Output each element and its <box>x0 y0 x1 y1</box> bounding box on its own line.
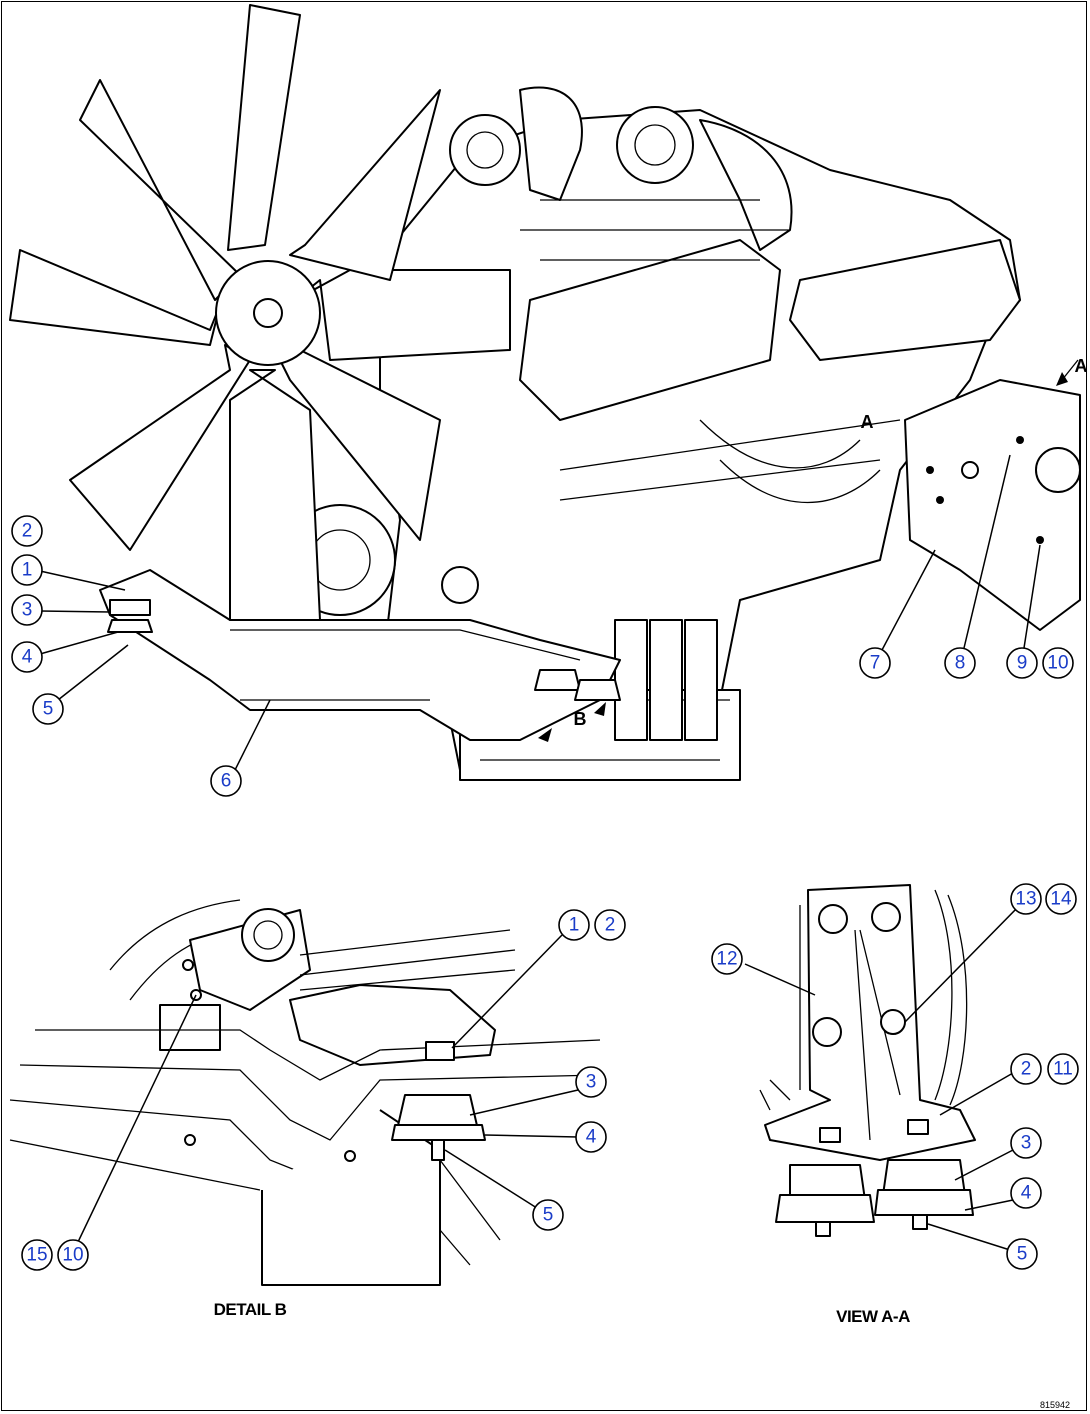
svg-text:1: 1 <box>22 560 33 581</box>
callout-detail-10: 10 <box>57 1239 89 1271</box>
svg-text:4: 4 <box>1021 1183 1032 1204</box>
svg-text:6: 6 <box>221 771 232 792</box>
callout-view-13: 13 <box>1010 883 1042 915</box>
callout-main-7: 7 <box>859 647 891 679</box>
detail-b-callouts: 1 2 3 4 5 15 10 <box>21 909 626 1271</box>
callout-detail-5: 5 <box>532 1199 564 1231</box>
svg-text:5: 5 <box>543 1205 554 1226</box>
svg-text:4: 4 <box>22 647 33 668</box>
svg-text:5: 5 <box>43 699 54 720</box>
svg-text:14: 14 <box>1050 889 1072 910</box>
svg-text:15: 15 <box>26 1245 47 1266</box>
main-leader-lines <box>39 454 1041 771</box>
svg-text:10: 10 <box>1047 653 1068 674</box>
svg-text:4: 4 <box>586 1127 597 1148</box>
view-aa-drawing <box>759 884 976 1237</box>
drawing-code: 815942 <box>1040 1400 1070 1410</box>
svg-text:2: 2 <box>22 521 33 542</box>
cooling-fan <box>9 4 511 621</box>
svg-text:11: 11 <box>1053 1059 1073 1080</box>
callout-detail-15: 15 <box>21 1239 53 1271</box>
callout-main-6: 6 <box>210 765 242 797</box>
detail-b-caption: DETAIL B <box>214 1300 287 1319</box>
view-aa-callouts: 12 13 14 2 11 3 4 5 <box>711 883 1079 1270</box>
callout-detail-2: 2 <box>594 909 626 941</box>
main-callouts: 2 1 3 4 5 6 7 8 9 10 <box>11 515 1074 797</box>
engine-assembly-drawing <box>99 86 1081 781</box>
svg-text:9: 9 <box>1017 653 1028 674</box>
callout-main-2: 2 <box>11 515 43 547</box>
callout-main-4: 4 <box>11 641 43 673</box>
callout-view-4: 4 <box>1010 1177 1042 1209</box>
section-arrow-a-top: A <box>1056 356 1088 386</box>
svg-text:3: 3 <box>22 600 33 621</box>
svg-text:8: 8 <box>955 653 966 674</box>
svg-text:7: 7 <box>870 653 881 674</box>
svg-text:3: 3 <box>586 1072 597 1093</box>
callout-view-2: 2 <box>1010 1053 1042 1085</box>
callout-main-1: 1 <box>11 554 43 586</box>
callout-view-12: 12 <box>711 943 743 975</box>
view-aa-leader-lines <box>744 907 1018 1251</box>
svg-text:3: 3 <box>1021 1133 1032 1154</box>
callout-main-3: 3 <box>11 594 43 626</box>
callout-view-5: 5 <box>1006 1238 1038 1270</box>
view-letter-b: B <box>574 709 587 729</box>
view-aa-caption: VIEW A-A <box>836 1307 910 1326</box>
callout-main-10: 10 <box>1042 647 1074 679</box>
callout-main-5: 5 <box>32 693 64 725</box>
callout-view-11: 11 <box>1047 1053 1079 1085</box>
svg-text:12: 12 <box>716 949 737 970</box>
detail-b-drawing <box>9 899 601 1286</box>
view-letter-a-top: A <box>1075 356 1088 376</box>
callout-detail-4: 4 <box>575 1121 607 1153</box>
svg-text:1: 1 <box>569 915 580 936</box>
svg-text:5: 5 <box>1017 1244 1028 1265</box>
svg-text:2: 2 <box>605 915 616 936</box>
detail-b-leader-lines <box>77 934 579 1243</box>
callout-main-8: 8 <box>944 647 976 679</box>
callout-detail-3: 3 <box>575 1066 607 1098</box>
section-arrow-b: B <box>538 702 606 742</box>
svg-text:10: 10 <box>62 1245 83 1266</box>
callout-main-9: 9 <box>1006 647 1038 679</box>
callout-view-3: 3 <box>1010 1127 1042 1159</box>
svg-text:13: 13 <box>1015 889 1036 910</box>
callout-view-14: 14 <box>1045 883 1077 915</box>
svg-text:2: 2 <box>1021 1059 1032 1080</box>
view-letter-a-mid: A <box>861 412 874 432</box>
callout-detail-1: 1 <box>558 909 590 941</box>
